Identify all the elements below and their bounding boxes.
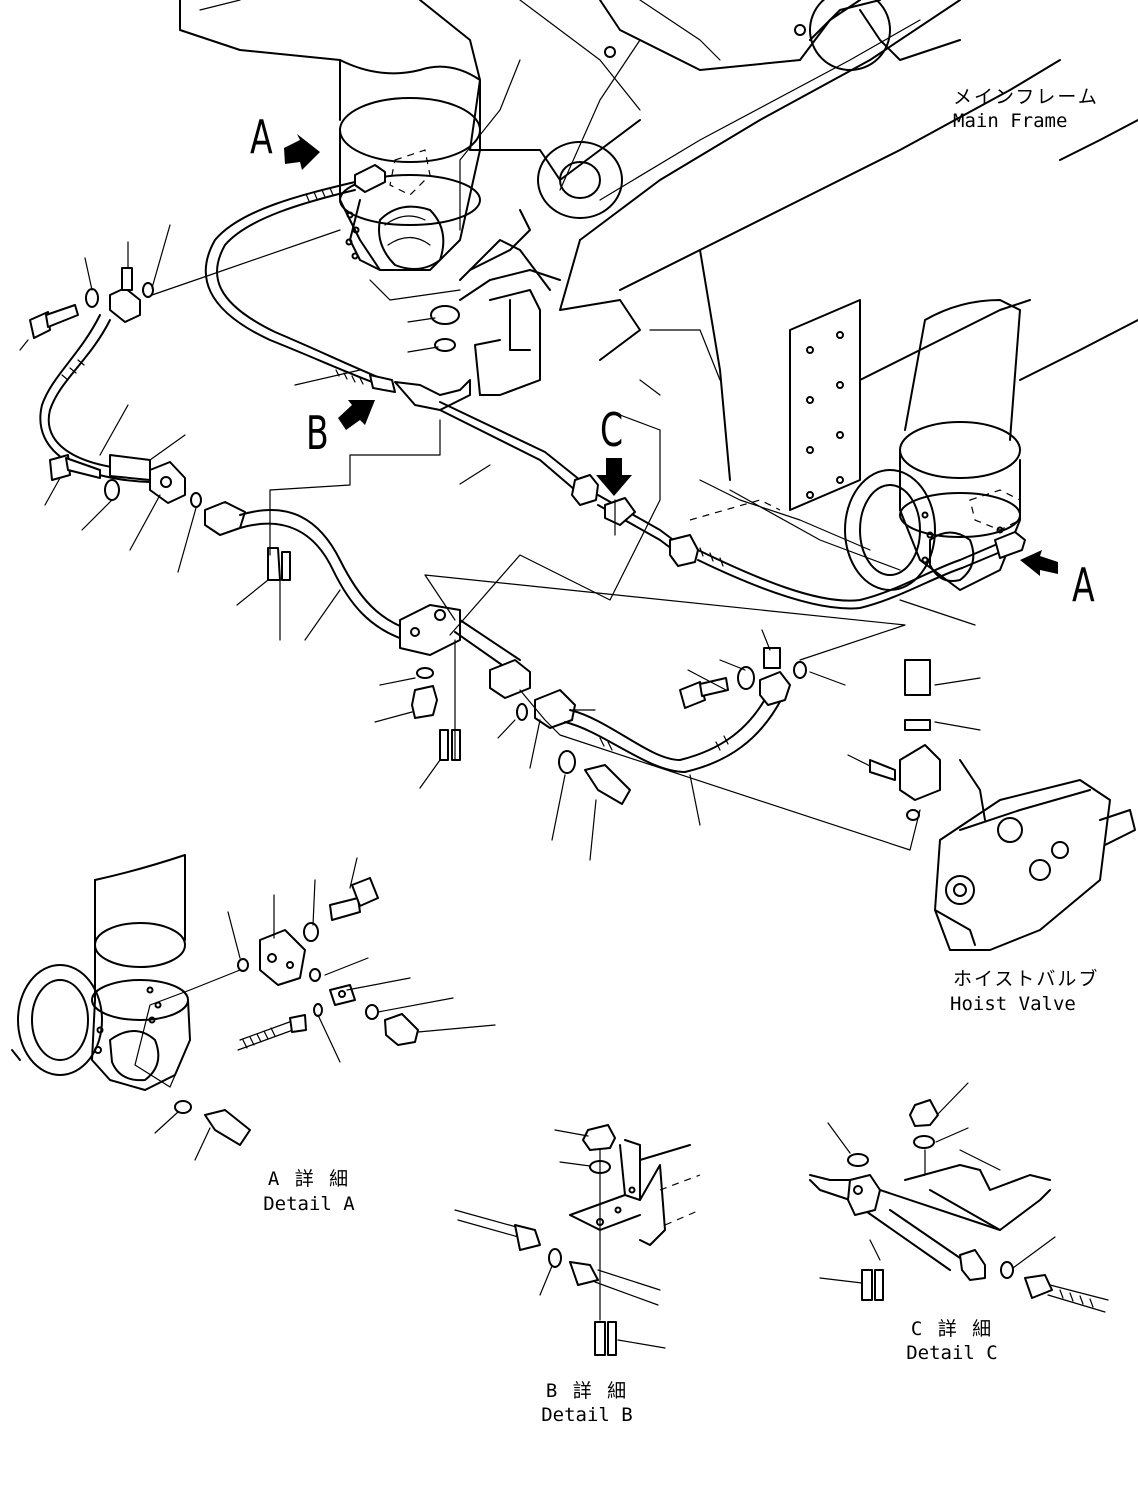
hoist-valve [869,659,1136,951]
detail-c-caption: Detail C [906,1342,998,1364]
detail-b-drawing [454,1124,701,1356]
detail-a-caption: Detail A [263,1193,355,1215]
main-frame [179,0,1138,571]
view-marker-a-right: A [1072,558,1095,612]
hoist-valve-label-jp: ホイストバルブ [953,968,1100,990]
main-frame-label-jp: メインフレーム [953,86,1099,108]
view-arrows [284,134,1058,576]
arrow-b [338,400,375,430]
detail-b-caption-jp: B 詳 細 [545,1380,629,1402]
arrow-c [596,458,632,496]
detail-a-drawing [11,854,496,1161]
pipe-assembly-upper [204,149,1026,610]
detail-c-caption-jp: C 詳 細 [910,1318,994,1340]
leader-lines [19,224,981,861]
hose-right [516,647,807,805]
view-marker-c: C [600,403,624,457]
hose-left [29,267,202,508]
left-hoist-cylinder [339,59,481,271]
bracket-b [430,289,541,396]
detail-a-caption-jp: A 詳 細 [267,1168,351,1190]
view-marker-a-top: A [250,110,273,164]
center-pipe-assembly [204,501,531,761]
right-hoist-cylinder [844,299,1021,591]
hoist-valve-label: Hoist Valve [950,993,1076,1015]
view-marker-b: B [306,406,329,460]
arrow-a-right [1020,550,1058,576]
arrow-a-upper [284,134,320,170]
detail-b-caption: Detail B [541,1404,633,1426]
detail-c-drawing [809,1082,1109,1313]
main-frame-label: Main Frame [953,110,1068,132]
